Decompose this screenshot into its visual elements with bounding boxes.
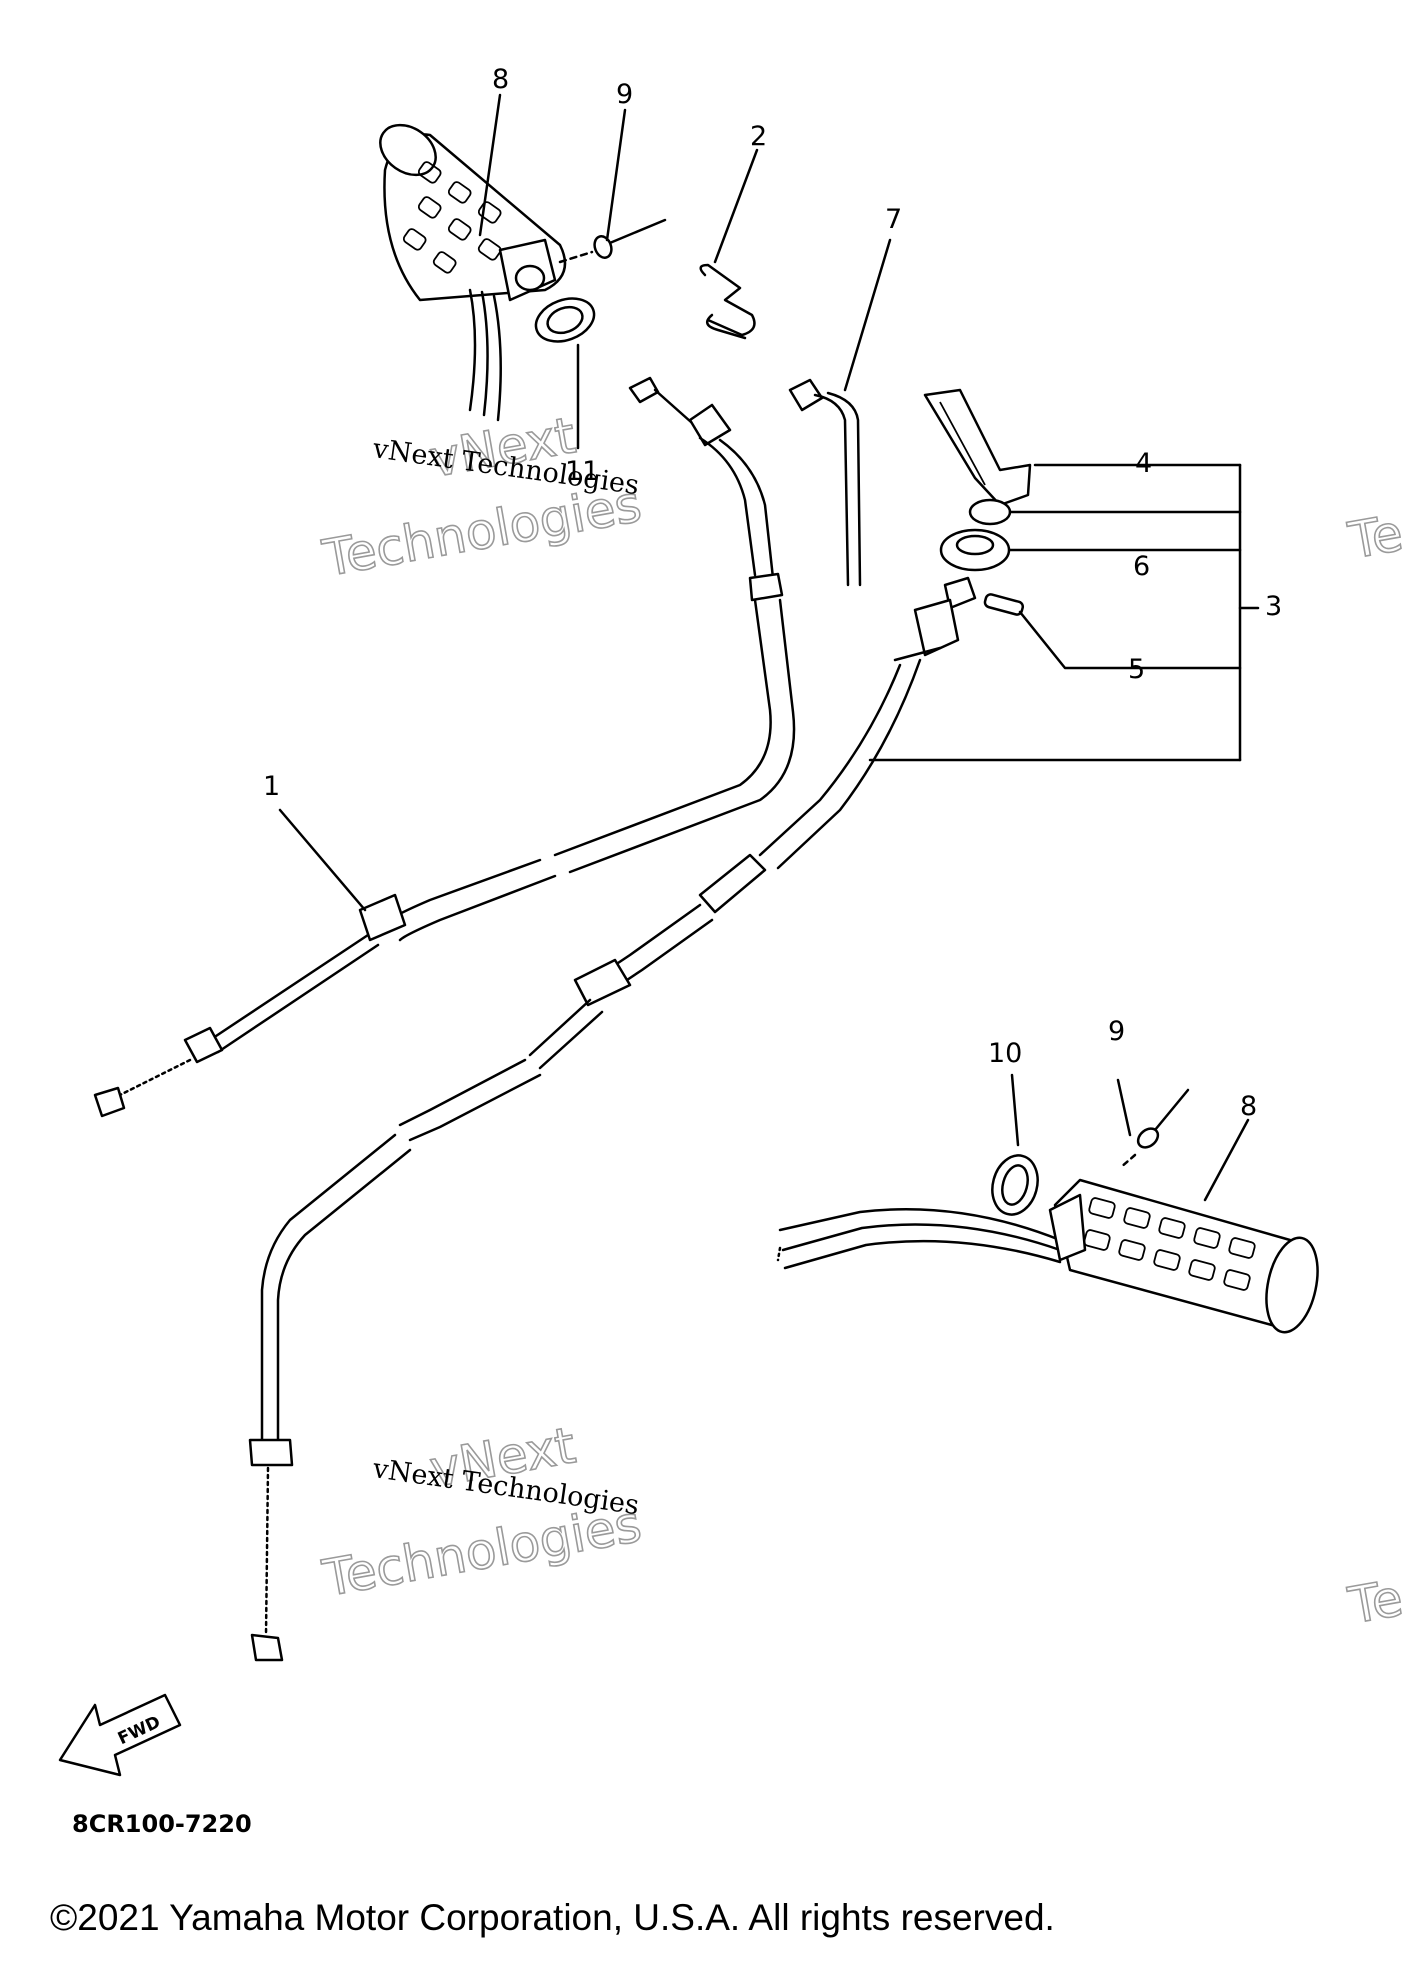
fwd-arrow-icon: FWD (58, 1693, 182, 1777)
ring-part-10 (991, 1154, 1039, 1216)
watermark-bottom: vNext Technologies vNext Technologies (317, 1415, 646, 1608)
callout-8-top: 8 (492, 64, 509, 95)
choke-cable-part-3 (248, 576, 977, 1662)
callout-9-bottom: 9 (1108, 1016, 1125, 1047)
callout-6: 6 (1133, 551, 1150, 582)
callout-2: 2 (750, 121, 767, 152)
watermark-top: vNext Technologies vNext Technologies (317, 405, 646, 588)
callout-7: 7 (885, 204, 902, 235)
left-grip-assembly (379, 123, 567, 422)
watermark-edge-top: Te (1344, 504, 1405, 570)
pin-part-5 (983, 593, 1025, 616)
callout-labels: 8 9 2 7 11 4 6 3 5 1 10 9 8 (263, 64, 1282, 1122)
leader-lines (278, 93, 1250, 1202)
callout-4: 4 (1135, 448, 1152, 479)
lever-part-4 (923, 388, 1032, 507)
screw-part-9-top (558, 218, 667, 264)
nut-part-6 (939, 498, 1012, 572)
throttle-cable-part-1 (93, 376, 796, 1118)
callout-8-bottom: 8 (1240, 1091, 1257, 1122)
callout-10: 10 (988, 1038, 1022, 1069)
assembly-bracket-3 (868, 463, 1260, 762)
clip-part-2 (699, 263, 756, 340)
copyright-notice: ©2021 Yamaha Motor Corporation, U.S.A. A… (50, 1897, 1055, 1938)
screw-part-9-bottom (1118, 1088, 1190, 1170)
part-code: 8CR100-7220 (72, 1810, 252, 1838)
callout-11: 11 (565, 456, 599, 487)
right-grip-assembly (776, 1178, 1319, 1334)
callout-5: 5 (1128, 654, 1145, 685)
callout-9-top: 9 (616, 79, 633, 110)
watermark-edge-bottom: Te (1344, 1569, 1405, 1635)
ring-part-11 (534, 297, 596, 343)
callout-1: 1 (263, 771, 280, 802)
watermark-edge: Te Te (1343, 503, 1405, 1636)
callout-3: 3 (1265, 591, 1282, 622)
harness-strip-part-7 (788, 378, 862, 587)
